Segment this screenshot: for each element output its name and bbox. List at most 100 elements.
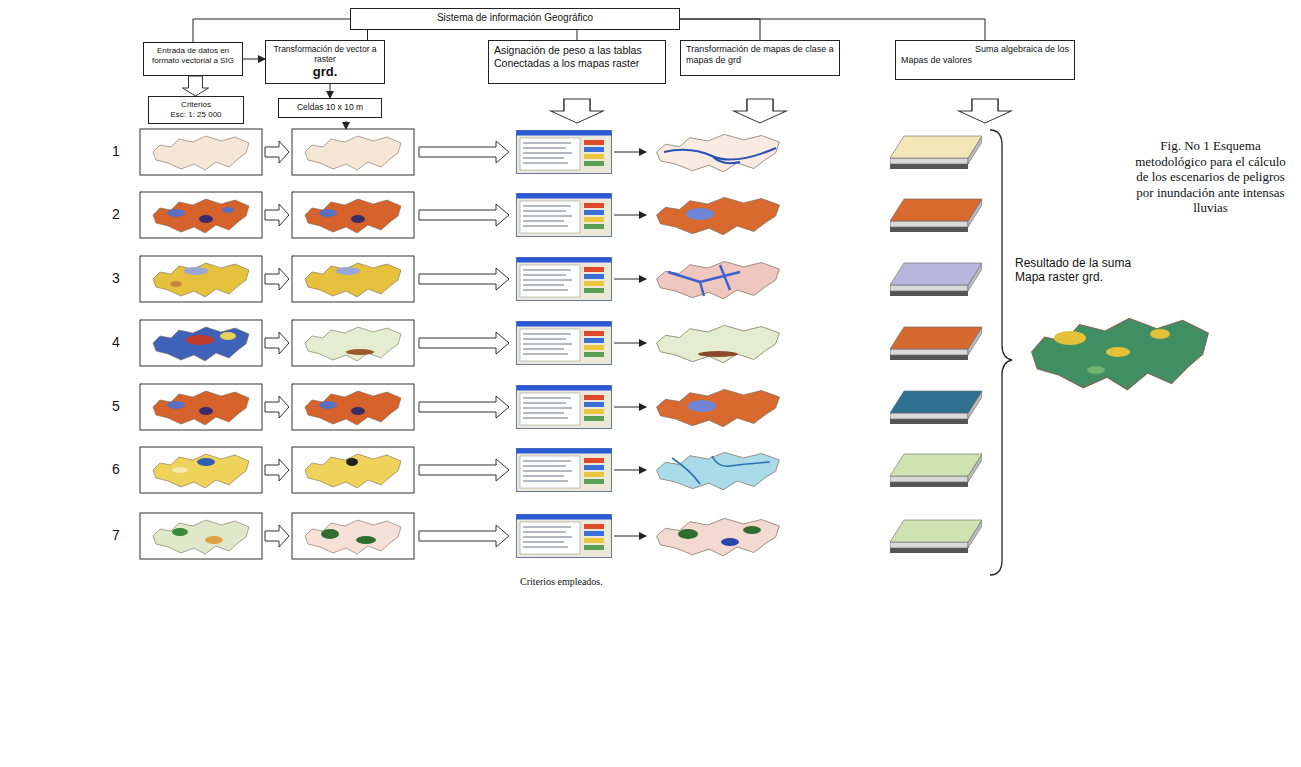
map-thumb (153, 454, 249, 488)
class-map (657, 325, 780, 362)
connector-line (330, 84, 331, 98)
thumb-frame (292, 320, 414, 366)
hollow-arrow (419, 268, 509, 290)
thin-arrow (614, 536, 646, 537)
thumb-frame (292, 513, 414, 559)
block-arrow (183, 76, 209, 96)
thumb-frame (292, 384, 414, 430)
process-box: Celdas 10 x 10 m (278, 98, 382, 118)
map-patch (184, 267, 208, 275)
map-patch (678, 529, 698, 539)
note-label: Resultado de la suma Mapa raster grd. (1015, 256, 1140, 285)
connector-line (680, 19, 985, 40)
box-text: Mapas de valores (901, 55, 1069, 66)
map-patch (351, 407, 365, 415)
hollow-arrow (265, 332, 289, 354)
layer-slab (890, 520, 982, 553)
row-number: 7 (112, 527, 120, 544)
map-patch (346, 458, 358, 466)
thumb-frame (140, 320, 262, 366)
box-text: Asignación de peso a las tablas Conectad… (494, 44, 660, 69)
box-text: Esc: 1: 25 000 (154, 110, 238, 120)
row-number: 1 (112, 143, 120, 160)
box-text: Suma algebraica de los (901, 44, 1069, 55)
connector-line (680, 19, 760, 40)
river (672, 456, 770, 484)
dialog-thumb (517, 322, 612, 365)
map-patch (721, 538, 739, 546)
thin-arrow (614, 407, 646, 408)
thumb-frame (292, 129, 414, 175)
connector-line (577, 30, 578, 40)
map-patch (220, 332, 236, 340)
map-thumb (305, 263, 401, 297)
process-box: CriteriosEsc: 1: 25 000 (148, 96, 244, 124)
dialog-thumb (517, 194, 612, 237)
layer-slab (890, 391, 982, 424)
dialog-thumb (517, 131, 612, 174)
map-patch (199, 215, 213, 223)
map-thumb (153, 327, 249, 361)
hollow-arrow (265, 525, 289, 547)
class-map (657, 389, 780, 426)
class-map (657, 518, 780, 555)
thumb-frame (140, 513, 262, 559)
hollow-arrow (419, 459, 509, 481)
dialog-thumb (517, 258, 612, 301)
hollow-arrow (265, 204, 289, 226)
box-text: Celdas 10 x 10 m (284, 102, 376, 112)
layer-slab (890, 263, 982, 296)
map-thumb (305, 391, 401, 425)
layer-slab (890, 454, 982, 487)
map-patch (199, 407, 213, 415)
map-thumb (305, 520, 401, 554)
hollow-arrow (419, 204, 509, 226)
dialog-thumb (517, 386, 612, 429)
map-patch (1054, 331, 1086, 345)
connector-line (243, 59, 265, 60)
layer-slab (890, 327, 982, 360)
map-patch (686, 208, 714, 220)
dialog-thumb (517, 515, 612, 558)
layer-slab (890, 199, 982, 232)
connector-line (193, 19, 350, 42)
thumb-frame (140, 384, 262, 430)
map-patch (170, 281, 182, 287)
map-thumb (153, 391, 249, 425)
map-patch (321, 529, 339, 539)
map-patch (688, 400, 716, 412)
hollow-arrow (265, 459, 289, 481)
hollow-arrow (734, 99, 786, 123)
dialog-thumb (517, 449, 612, 492)
map-patch (186, 335, 214, 345)
map-patch (1087, 366, 1105, 374)
box-text: Criterios (154, 100, 238, 110)
river (668, 265, 740, 296)
process-box: Asignación de peso a las tablas Conectad… (488, 40, 666, 84)
box-text: Entrada de datos en formato vectorial a … (149, 46, 237, 65)
thin-arrow (614, 279, 646, 280)
thin-arrow (614, 470, 646, 471)
map-patch (1150, 329, 1170, 339)
thumb-frame (292, 447, 414, 493)
class-map (657, 134, 780, 171)
thin-arrow (614, 343, 646, 344)
process-box: Transformación de mapas de clase a mapas… (680, 40, 840, 76)
map-patch (172, 528, 188, 536)
curly-bracket (990, 130, 1012, 575)
system-box: Sistema de información Geográfico (350, 8, 680, 30)
map-patch (205, 536, 223, 544)
row-number: 3 (112, 270, 120, 287)
thin-arrow (614, 152, 646, 153)
map-patch (698, 351, 738, 357)
class-map (657, 452, 780, 489)
row-number: 2 (112, 206, 120, 223)
thumb-frame (292, 192, 414, 238)
box-text: Transformación de vector a raster (271, 44, 379, 64)
thumb-frame (140, 129, 262, 175)
leader-arrow (346, 121, 347, 129)
map-thumb (153, 199, 249, 233)
process-box: Entrada de datos en formato vectorial a … (143, 42, 243, 76)
box-text: grd. (271, 64, 379, 80)
